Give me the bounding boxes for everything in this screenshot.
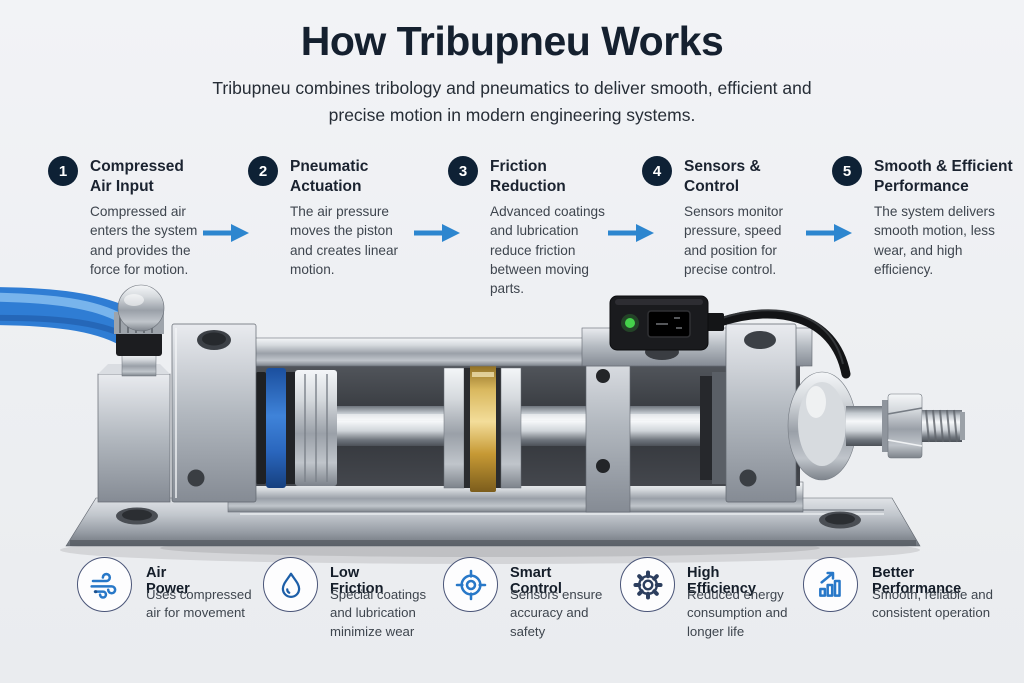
right-arrow-icon bbox=[414, 224, 460, 242]
sensor-module bbox=[609, 295, 851, 379]
gear-icon bbox=[632, 569, 663, 600]
step-number-badge: 1 bbox=[48, 156, 78, 186]
feature-circle bbox=[443, 557, 498, 612]
feature-description: Sensors ensure accuracy and safety bbox=[510, 587, 603, 639]
right-arrow-icon bbox=[608, 224, 654, 242]
feature-label: High Efficiency bbox=[687, 565, 756, 597]
page-title: How Tribupneu Works bbox=[300, 18, 724, 64]
feature-description: Smooth, reliable and consistent operatio… bbox=[872, 587, 993, 621]
step-description: Sensors monitor pressure, speed and posi… bbox=[684, 204, 783, 277]
step-title: Smooth & Efficient Performance bbox=[874, 158, 1013, 195]
screw-hole bbox=[596, 369, 610, 383]
pneumatic-cylinder-cutaway-illustration bbox=[0, 284, 965, 564]
feature-label: Better Performance bbox=[872, 565, 962, 597]
header: How Tribupneu Works Tribupneu combines t… bbox=[0, 18, 1024, 128]
hex-nut bbox=[882, 393, 923, 459]
step-number-badge: 2 bbox=[248, 156, 278, 186]
elbow-fitting bbox=[114, 284, 165, 377]
threaded-stud bbox=[922, 409, 965, 443]
step-description: Compressed air enters the system and pro… bbox=[90, 204, 198, 277]
feature-circle bbox=[77, 557, 132, 612]
feature-label: Smart Control bbox=[510, 565, 562, 597]
step-title: Friction Reduction bbox=[490, 158, 566, 195]
feature-label: Air Power bbox=[146, 565, 190, 597]
step-title: Sensors & Control bbox=[684, 158, 761, 195]
feature-label: Low Friction bbox=[330, 565, 384, 597]
air-port-block bbox=[97, 364, 171, 503]
sensor-connector bbox=[647, 310, 691, 338]
feature-circle bbox=[620, 557, 675, 612]
feature-circle bbox=[263, 557, 318, 612]
air-hose bbox=[0, 287, 147, 347]
step-description: The system delivers smooth motion, less … bbox=[874, 204, 995, 277]
bar-chart-icon bbox=[818, 571, 841, 597]
steps-row: 1 Compressed Air Input Compressed air en… bbox=[0, 154, 1024, 296]
wind-icon bbox=[89, 572, 116, 599]
mid-support-pillar bbox=[585, 337, 631, 513]
step-title: Pneumatic Actuation bbox=[290, 158, 369, 195]
target-icon bbox=[455, 569, 486, 600]
right-arrow-icon bbox=[806, 224, 852, 242]
feature-circle bbox=[803, 557, 858, 612]
step-title: Compressed Air Input bbox=[90, 158, 184, 195]
rod-end-cap bbox=[787, 371, 857, 481]
screw-hole bbox=[596, 459, 610, 473]
step-number-badge: 4 bbox=[642, 156, 672, 186]
step-number-badge: 5 bbox=[832, 156, 862, 186]
right-clevis-block bbox=[725, 323, 797, 503]
feature-description: Special coatings and lubrication minimiz… bbox=[330, 587, 427, 639]
feature-description: Reduced energy consumption and longer li… bbox=[687, 587, 788, 639]
piston-blue-seal bbox=[256, 368, 337, 488]
step-description: Advanced coatings and lubrication reduce… bbox=[490, 204, 605, 297]
features-row: Air Power Uses compressed air for moveme… bbox=[0, 552, 1024, 662]
piston-gold-bearing bbox=[443, 364, 522, 492]
page-subtitle: Tribupneu combines tribology and pneumat… bbox=[212, 78, 812, 125]
step-description: The air pressure moves the piston and cr… bbox=[290, 204, 399, 277]
droplet-icon bbox=[281, 572, 300, 598]
right-arrow-icon bbox=[203, 224, 249, 242]
left-clevis-block bbox=[171, 323, 257, 503]
sensor-led bbox=[625, 318, 635, 328]
step-number-badge: 3 bbox=[448, 156, 478, 186]
feature-description: Uses compressed air for movement bbox=[146, 587, 252, 621]
